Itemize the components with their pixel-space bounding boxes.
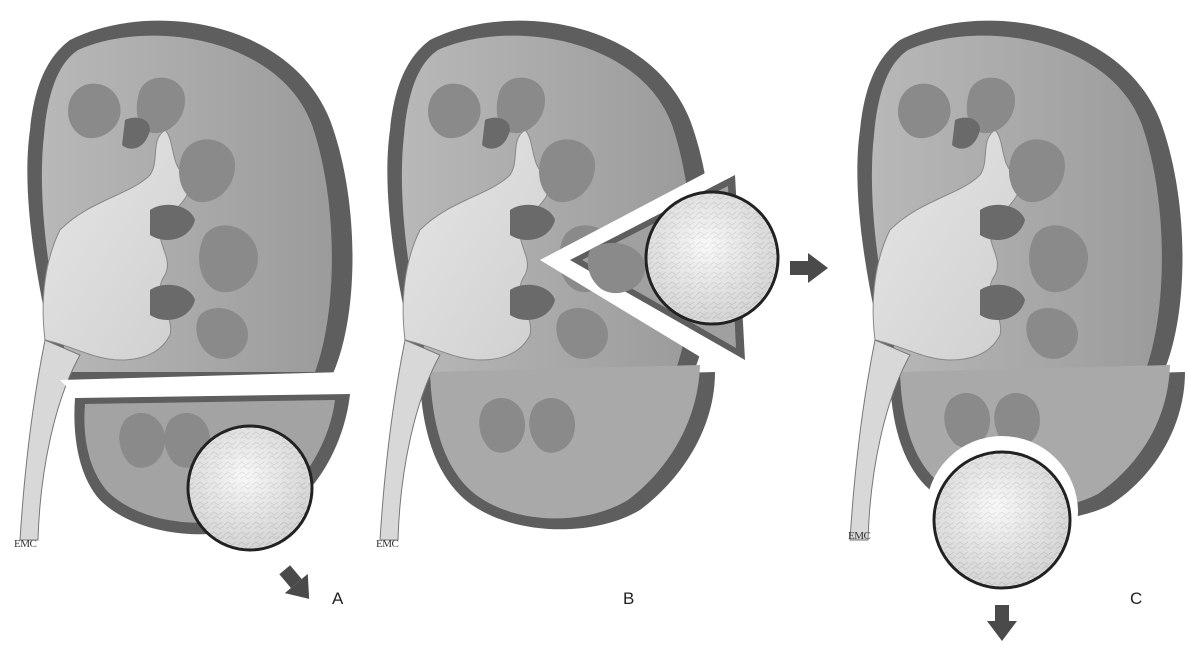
tumor — [934, 452, 1070, 588]
ureter — [20, 340, 80, 540]
panel-a-kidney — [20, 21, 355, 609]
tumor — [646, 192, 778, 324]
panel-c-kidney — [850, 21, 1185, 641]
tumor — [188, 426, 312, 550]
panel-label-c: C — [1130, 589, 1142, 609]
panel-label-b: B — [623, 589, 634, 609]
panel-label-a: A — [332, 589, 343, 609]
credit-c: EMC — [848, 530, 870, 542]
arrow-down-right-icon — [273, 560, 320, 608]
panel-b-kidney — [380, 21, 828, 540]
credit-a: EMC — [14, 538, 36, 550]
credit-b: EMC — [376, 538, 398, 550]
arrow-down-icon — [987, 605, 1017, 641]
arrow-right-icon — [790, 253, 828, 283]
